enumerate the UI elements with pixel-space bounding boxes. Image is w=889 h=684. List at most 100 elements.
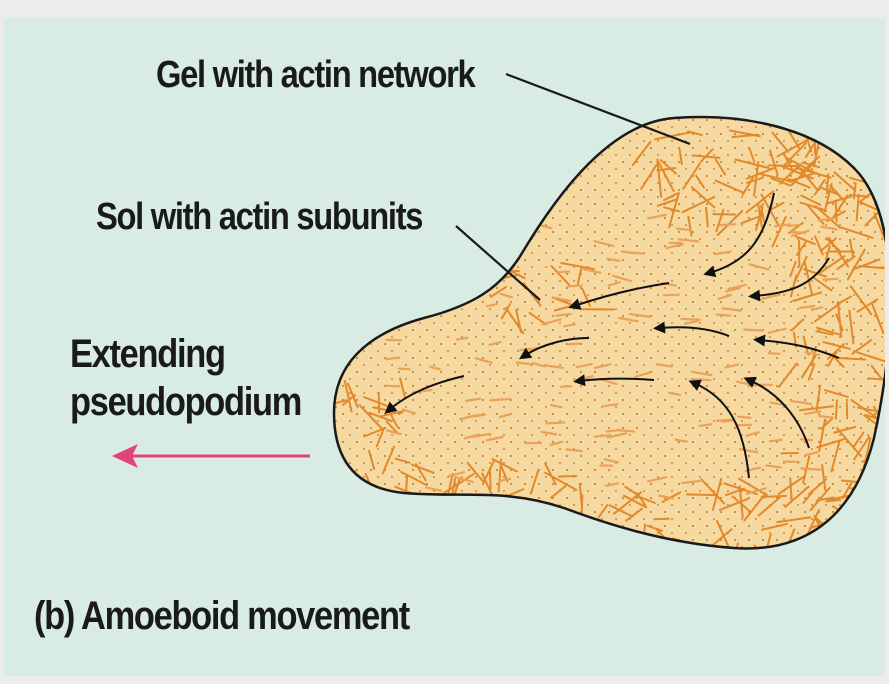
actin-filament [725, 552, 732, 566]
actin-filament [631, 540, 652, 560]
actin-subunit [569, 344, 579, 345]
actin-subunit [792, 232, 805, 233]
actin-filament [848, 544, 859, 573]
actin-filament [490, 469, 491, 489]
actin-filament [875, 159, 885, 173]
actin-filament [817, 549, 842, 567]
actin-subunit [717, 315, 731, 316]
actin-filament [858, 542, 882, 547]
actin-subunit [692, 379, 711, 380]
gel-label: Gel with actin network [156, 54, 474, 97]
actin-subunit [801, 468, 820, 469]
actin-subunit [717, 420, 734, 421]
actin-filament [616, 537, 629, 551]
actin-subunit [819, 416, 832, 418]
actin-filament [879, 139, 885, 157]
actin-filament [856, 507, 878, 533]
actin-filament [654, 546, 656, 571]
actin-filament [882, 140, 885, 148]
actin-filament [762, 496, 786, 497]
sol-label: Sol with actin subunits [96, 196, 422, 239]
actin-filament [853, 141, 871, 142]
actin-filament [688, 548, 702, 562]
actin-filament [882, 209, 885, 214]
actin-filament [821, 530, 837, 534]
actin-subunit [738, 417, 750, 418]
actin-filament [857, 144, 876, 152]
actin-subunit [720, 224, 735, 225]
actin-filament [858, 487, 871, 513]
actin-filament [827, 537, 855, 540]
actin-subunit [561, 386, 572, 387]
actin-subunit [496, 241, 513, 246]
actin-filament [581, 495, 582, 522]
actin-subunit [568, 286, 582, 287]
actin-subunit [421, 301, 437, 304]
actin-filament [654, 519, 668, 520]
actin-subunit [384, 306, 398, 308]
actin-filament [387, 495, 409, 523]
actin-filament [869, 530, 880, 558]
actin-subunit [399, 369, 409, 370]
actin-subunit [473, 239, 489, 242]
gel-leader-line [506, 74, 690, 144]
actin-filament [879, 515, 885, 517]
pseudopodium-label-line2: pseudopodium [70, 380, 301, 425]
actin-filament [687, 494, 716, 495]
movement-direction-arrow [112, 444, 310, 468]
actin-filament [876, 501, 885, 507]
actin-filament [873, 486, 875, 520]
actin-filament [851, 527, 879, 540]
actin-filament [876, 179, 885, 184]
actin-filament [836, 400, 837, 418]
actin-filament [627, 542, 639, 567]
actin-filament [882, 531, 885, 542]
actin-filament [880, 440, 885, 446]
actin-filament [860, 144, 871, 164]
actin-filament [657, 555, 682, 578]
actin-subunit [681, 319, 699, 320]
actin-filament [852, 514, 879, 522]
actin-subunit [559, 272, 570, 273]
actin-filament [800, 539, 802, 564]
actin-subunit [424, 239, 434, 241]
actin-filament [868, 171, 881, 179]
pseudopodium-label-line1: Extending [70, 332, 225, 377]
actin-subunit [456, 267, 469, 270]
actin-filament [799, 543, 818, 550]
actin-filament [850, 140, 862, 147]
actin-filament [865, 148, 867, 168]
actin-subunit [401, 272, 411, 274]
actin-filament [859, 538, 876, 546]
actin-subunit [386, 358, 399, 359]
actin-filament [559, 476, 576, 477]
actin-subunit [547, 423, 565, 424]
actin-filament [870, 520, 877, 544]
diagram-panel: Gel with actin network Sol with actin su… [4, 18, 885, 676]
actin-subunit [387, 386, 399, 387]
actin-subunit [744, 330, 762, 331]
actin-filament [854, 139, 876, 156]
actin-subunit [556, 314, 570, 316]
actin-filament [341, 471, 355, 490]
actin-filament [854, 504, 870, 525]
figure-caption: (b) Amoeboid movement [34, 594, 409, 639]
actin-filament [853, 515, 860, 529]
actin-subunit [491, 399, 510, 400]
actin-subunit [769, 353, 780, 354]
actin-filament [842, 515, 863, 521]
actin-subunit [770, 440, 781, 441]
actin-filament [855, 532, 869, 545]
actin-subunit [823, 279, 837, 280]
actin-filament [652, 553, 661, 583]
actin-filament [659, 542, 681, 557]
actin-filament [855, 510, 881, 527]
actin-filament [601, 527, 622, 536]
actin-filament [735, 553, 759, 579]
actin-filament [821, 537, 835, 538]
actin-filament [855, 512, 881, 516]
actin-filament [875, 527, 877, 557]
actin-filament [584, 524, 605, 542]
actin-filament [881, 495, 885, 507]
actin-filament [860, 511, 885, 514]
